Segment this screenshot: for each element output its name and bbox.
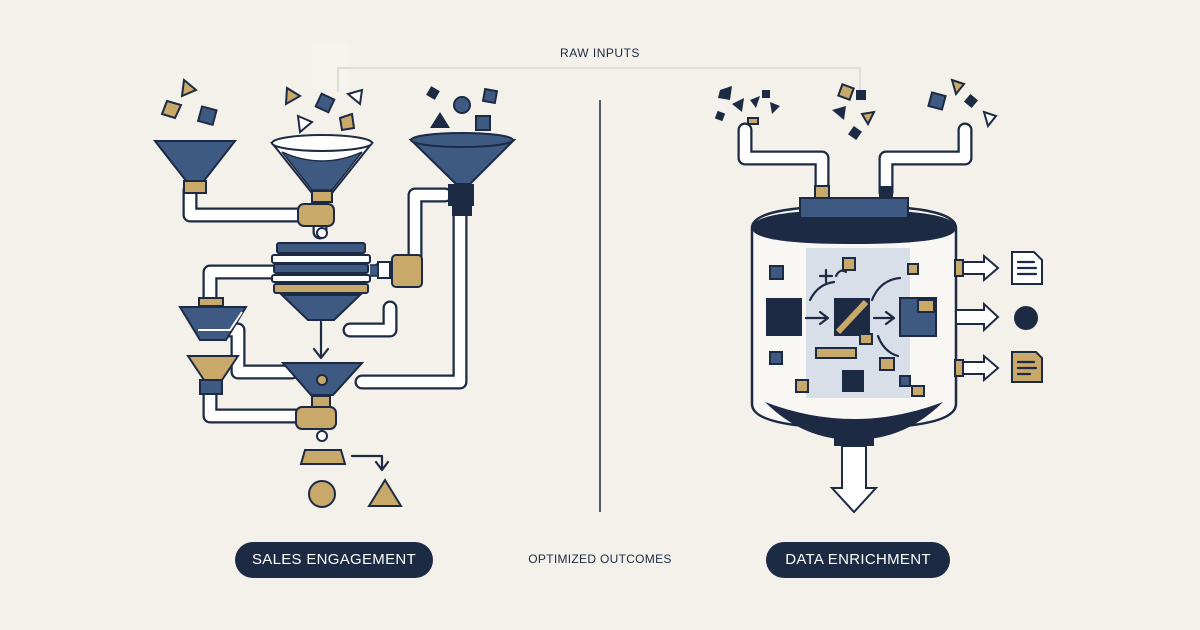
output-triangle bbox=[367, 478, 403, 507]
pipe-network bbox=[182, 182, 468, 424]
funnel-icon bbox=[178, 297, 248, 341]
raw-input-shapes bbox=[160, 78, 499, 134]
sales-engagement-pill: SALES ENGAGEMENT bbox=[235, 542, 433, 578]
data-enrichment-pill: DATA ENRICHMENT bbox=[766, 542, 950, 578]
document-icon bbox=[1011, 251, 1043, 285]
funnel-icon bbox=[408, 132, 517, 216]
funnel-icon bbox=[280, 362, 365, 442]
raw-inputs-label: RAW INPUTS bbox=[560, 46, 640, 60]
sales-engagement-diagram bbox=[152, 78, 517, 508]
raw-input-shapes bbox=[714, 78, 998, 140]
circle-icon bbox=[1014, 306, 1038, 330]
processor-unit bbox=[271, 242, 423, 321]
arrow-icon bbox=[312, 320, 330, 360]
data-enrichment-diagram bbox=[714, 78, 1043, 514]
document-icon bbox=[1011, 351, 1043, 383]
funnel-icon bbox=[152, 140, 238, 194]
enrichment-contents bbox=[766, 257, 937, 397]
funnel-icon bbox=[186, 355, 240, 395]
inlet-pipes bbox=[737, 122, 973, 200]
tank-icon bbox=[750, 197, 958, 446]
output-trapezoid bbox=[299, 449, 347, 465]
output-arrow bbox=[350, 454, 390, 472]
outlet-arrows bbox=[829, 253, 1000, 514]
output-circle bbox=[308, 480, 336, 508]
raw-inputs-bracket bbox=[312, 44, 861, 92]
optimized-outcomes-label: OPTIMIZED OUTCOMES bbox=[528, 552, 672, 566]
funnel-icon bbox=[269, 134, 375, 239]
